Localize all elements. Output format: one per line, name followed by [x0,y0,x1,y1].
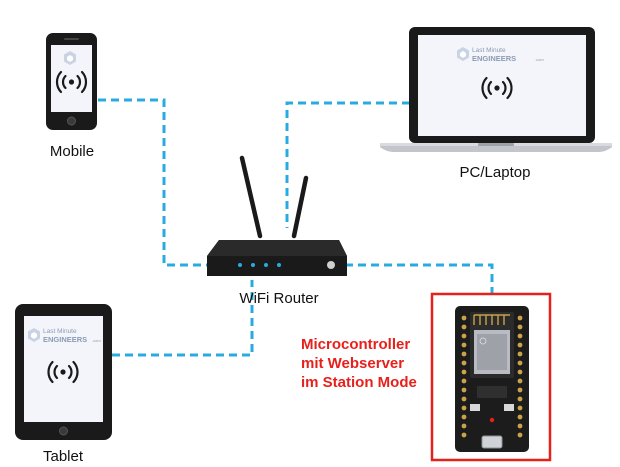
logo-line1: Last Minute [472,47,506,54]
link-mobile-router [98,98,208,267]
link-laptop-router [285,101,410,228]
logo-suffix: .com [92,338,101,343]
status-led [251,263,255,267]
microcontroller-highlight-box [430,292,552,462]
microcontroller-board [455,306,529,452]
power-button-icon [327,261,335,269]
microcontroller-label-line1: Microcontroller [301,336,410,353]
status-led [238,263,242,267]
link-router-microcontroller [345,263,494,296]
pc-laptop-label: PC/Laptop [460,164,531,181]
logo-line2: ENGINEERS [43,335,87,344]
connection-links [98,98,494,357]
tablet-device: Last Minute ENGINEERS .com [15,304,112,440]
status-led [277,263,281,267]
logo-line2: ENGINEERS [472,54,516,63]
link-tablet-router [112,280,254,357]
logo-suffix: .com [535,57,544,62]
boot-button-icon [470,404,480,411]
reset-button-icon [504,404,514,411]
tablet-label: Tablet [43,448,84,465]
antenna-trace-icon [473,314,510,325]
usb-port-icon [481,435,503,449]
wifi-router-label: WiFi Router [239,290,318,307]
microcontroller-label-line2: mit Webserver [301,355,404,372]
chip-logo-icon [479,337,487,345]
logo-line1: Last Minute [43,328,77,335]
power-led [489,417,495,423]
laptop-device: Last Minute ENGINEERS .com [380,27,612,152]
mobile-device [46,33,97,130]
usb-uart-chip [477,386,507,398]
wifi-router [207,155,347,276]
microcontroller-label-line3: im Station Mode [301,374,417,391]
mobile-label: Mobile [50,143,94,160]
status-led [264,263,268,267]
